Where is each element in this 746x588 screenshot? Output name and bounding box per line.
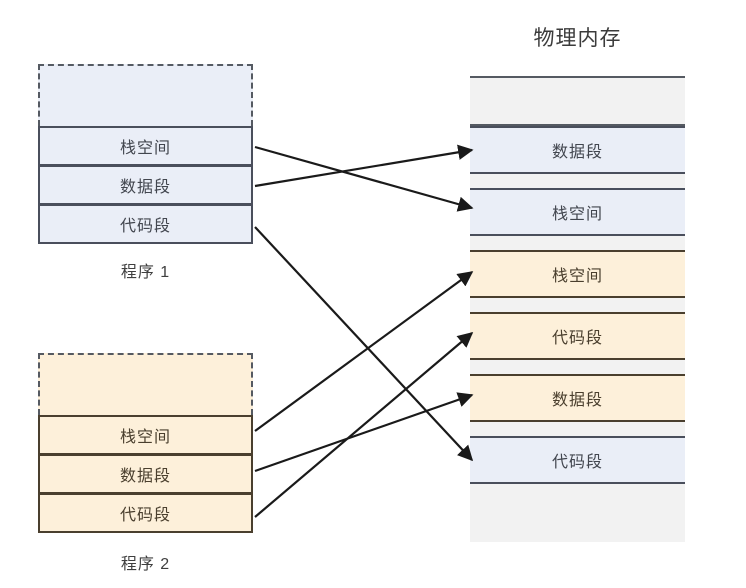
program-2-caption: 程序 2 bbox=[120, 556, 171, 573]
program-1-segment-code: 代码段 bbox=[38, 204, 253, 244]
program-1-segment-stack: 栈空间 bbox=[38, 126, 253, 166]
physical-memory-title: 物理内存 bbox=[533, 27, 622, 50]
program-1-segment-data: 数据段 bbox=[38, 165, 253, 205]
memory-block-data-blue: 数据段 bbox=[470, 126, 685, 174]
program-2-segment-code: 代码段 bbox=[38, 493, 253, 533]
program-2-segment-data: 数据段 bbox=[38, 454, 253, 494]
memory-block-stack-orange: 栈空间 bbox=[470, 250, 685, 298]
program-1-caption: 程序 1 bbox=[120, 264, 171, 281]
memory-block-free-top bbox=[470, 76, 685, 126]
program-1-unused-region bbox=[38, 64, 253, 126]
arrow-p2-data-to-mem-data bbox=[254, 392, 474, 473]
memory-block-data-orange: 数据段 bbox=[470, 374, 685, 422]
arrow-p2-code-to-mem-code bbox=[254, 332, 474, 518]
program-2-unused-region bbox=[38, 353, 253, 415]
memory-block-gap-3 bbox=[470, 298, 685, 312]
memory-block-code-blue: 代码段 bbox=[470, 436, 685, 484]
memory-block-code-orange: 代码段 bbox=[470, 312, 685, 360]
arrow-p1-code-to-mem-code bbox=[254, 226, 474, 462]
memory-block-gap-1 bbox=[470, 174, 685, 188]
memory-block-gap-2 bbox=[470, 236, 685, 250]
program-2-box: 栈空间 数据段 代码段 bbox=[38, 353, 253, 533]
arrow-p1-data-to-mem-data bbox=[254, 144, 474, 188]
memory-block-gap-5 bbox=[470, 422, 685, 436]
memory-block-free-bottom bbox=[470, 484, 685, 542]
program-1-box: 栈空间 数据段 代码段 bbox=[38, 64, 253, 244]
physical-memory-column: 数据段 栈空间 栈空间 代码段 数据段 代码段 bbox=[470, 76, 685, 542]
memory-block-gap-4 bbox=[470, 360, 685, 374]
arrow-p1-stack-to-mem-stack bbox=[254, 145, 474, 212]
arrow-p2-stack-to-mem-stack bbox=[254, 271, 474, 432]
memory-block-stack-blue: 栈空间 bbox=[470, 188, 685, 236]
program-2-segment-stack: 栈空间 bbox=[38, 415, 253, 455]
